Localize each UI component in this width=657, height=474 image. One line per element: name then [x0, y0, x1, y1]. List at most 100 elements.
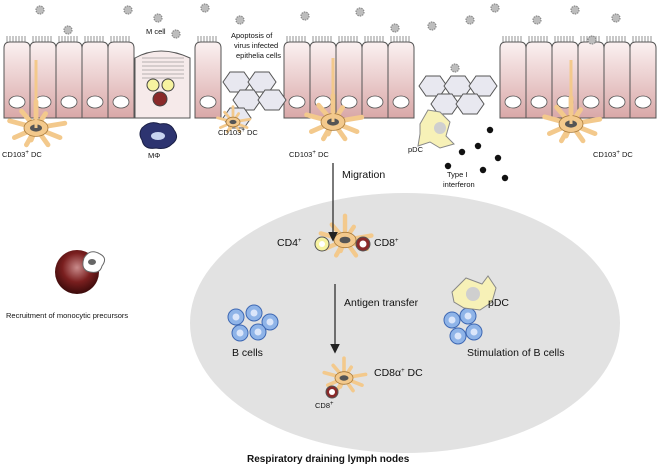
cd103-dc-label-2: CD103+ DC [218, 128, 258, 137]
virus-particle [200, 3, 210, 13]
cd103-dendritic-cell [542, 95, 603, 144]
m-cell-lymphocyte [146, 78, 160, 92]
macrophage-nucleus [151, 132, 165, 140]
cilia [312, 36, 332, 42]
m-cell-lymphocyte [152, 91, 168, 107]
cell-nucleus [199, 95, 217, 109]
b-cell-nucleus [464, 312, 472, 320]
pdc-nucleus [434, 122, 446, 134]
cilia [32, 36, 52, 42]
cell-nucleus [340, 95, 358, 109]
recruitment-label: Recruitment of monocytic precursors [6, 311, 128, 320]
virus-particle [611, 13, 621, 23]
cilia [364, 36, 384, 42]
apoptotic-cell [257, 89, 287, 111]
dc-nucleus [339, 375, 349, 381]
virus-particle [450, 63, 460, 73]
apoptotic-cell [468, 75, 498, 97]
interferon-dot [444, 162, 452, 170]
virus-particle [587, 35, 597, 45]
cilia [110, 36, 130, 42]
cilia [197, 36, 217, 42]
cell-nucleus [60, 95, 78, 109]
cd8-small-label: CD8+ [315, 401, 334, 410]
m-cell-lymphocyte [161, 78, 175, 92]
dc-nucleus [339, 236, 351, 244]
cd103-dc-label-1: CD103+ DC [2, 150, 42, 159]
macrophage-label: MΦ [148, 151, 160, 160]
lymph-node-title: Respiratory draining lymph nodes [247, 454, 410, 465]
virus-particle [490, 3, 500, 13]
b-cell-nucleus [470, 328, 478, 336]
cell-nucleus [366, 95, 384, 109]
virus-particle [570, 5, 580, 15]
b-cell-nucleus [232, 313, 240, 321]
cd8-t-cell-nucleus [359, 240, 367, 248]
virus-particle [35, 5, 45, 15]
cell-nucleus [288, 95, 306, 109]
m-cell-microfolds [142, 57, 184, 79]
cd103-dendritic-cell [216, 105, 252, 134]
lymph-node [190, 193, 620, 453]
virus-particle [427, 21, 437, 31]
b-cell-nucleus [448, 316, 456, 324]
b-cell-nucleus [254, 328, 262, 336]
migration-label: Migration [342, 169, 385, 181]
b-cell-nucleus [266, 318, 274, 326]
cilia [528, 36, 548, 42]
b-cells-label: B cells [232, 347, 263, 359]
cd4-t-cell-nucleus [319, 241, 325, 247]
apoptotic-cell [222, 71, 252, 93]
virus-particle [235, 15, 245, 25]
interferon-dot [474, 142, 482, 150]
cells-layer [7, 58, 603, 399]
cd103-dc-label-4: CD103+ DC [593, 150, 633, 159]
apoptosis-label-3: epithelia cells [236, 51, 281, 60]
interferon-label-1: Type I [447, 170, 467, 179]
cell-nucleus [530, 95, 548, 109]
pdc-label-node: pDC [488, 297, 509, 309]
apoptosis-label-2: virus infected [234, 41, 278, 50]
apoptosis-label-1: Apoptosis of [231, 31, 273, 40]
cell-nucleus [392, 95, 410, 109]
cilia [6, 36, 26, 42]
cd103-dc-label-3: CD103+ DC [289, 150, 329, 159]
cilia [58, 36, 78, 42]
cd8-t-cell-nucleus [329, 389, 335, 395]
cilia [84, 36, 104, 42]
virus-particle [300, 11, 310, 21]
b-cell-nucleus [250, 309, 258, 317]
apoptotic-cell [418, 75, 448, 97]
cilia [338, 36, 358, 42]
cilia [502, 36, 522, 42]
dc-nucleus [229, 119, 237, 125]
interferon-dot [486, 126, 494, 134]
virus-particle [390, 23, 400, 33]
cell-nucleus [634, 95, 652, 109]
cilia [390, 36, 410, 42]
cilia [606, 36, 626, 42]
virus-particle [123, 5, 133, 15]
cell-nucleus [86, 95, 104, 109]
interferon-dot [458, 148, 466, 156]
pdc-nucleus [466, 287, 480, 301]
virus-particle [532, 15, 542, 25]
monocyte-nucleus [88, 259, 96, 265]
cell-nucleus [8, 95, 26, 109]
cd8-label: CD8+ [374, 237, 399, 249]
apoptotic-cell [232, 89, 262, 111]
virus-particle [63, 25, 73, 35]
apoptotic-cell [247, 71, 277, 93]
interferon-dot [501, 174, 509, 182]
cell-nucleus [608, 95, 626, 109]
virus-particle [153, 13, 163, 23]
cell-nucleus [504, 95, 522, 109]
virus-particle [355, 7, 365, 17]
cilia [632, 36, 652, 42]
interferon-dot [479, 166, 487, 174]
cd8a-dendritic-cell [322, 356, 368, 393]
cell-nucleus [112, 95, 130, 109]
stimulation-b-cells-label: Stimulation of B cells [467, 347, 564, 359]
